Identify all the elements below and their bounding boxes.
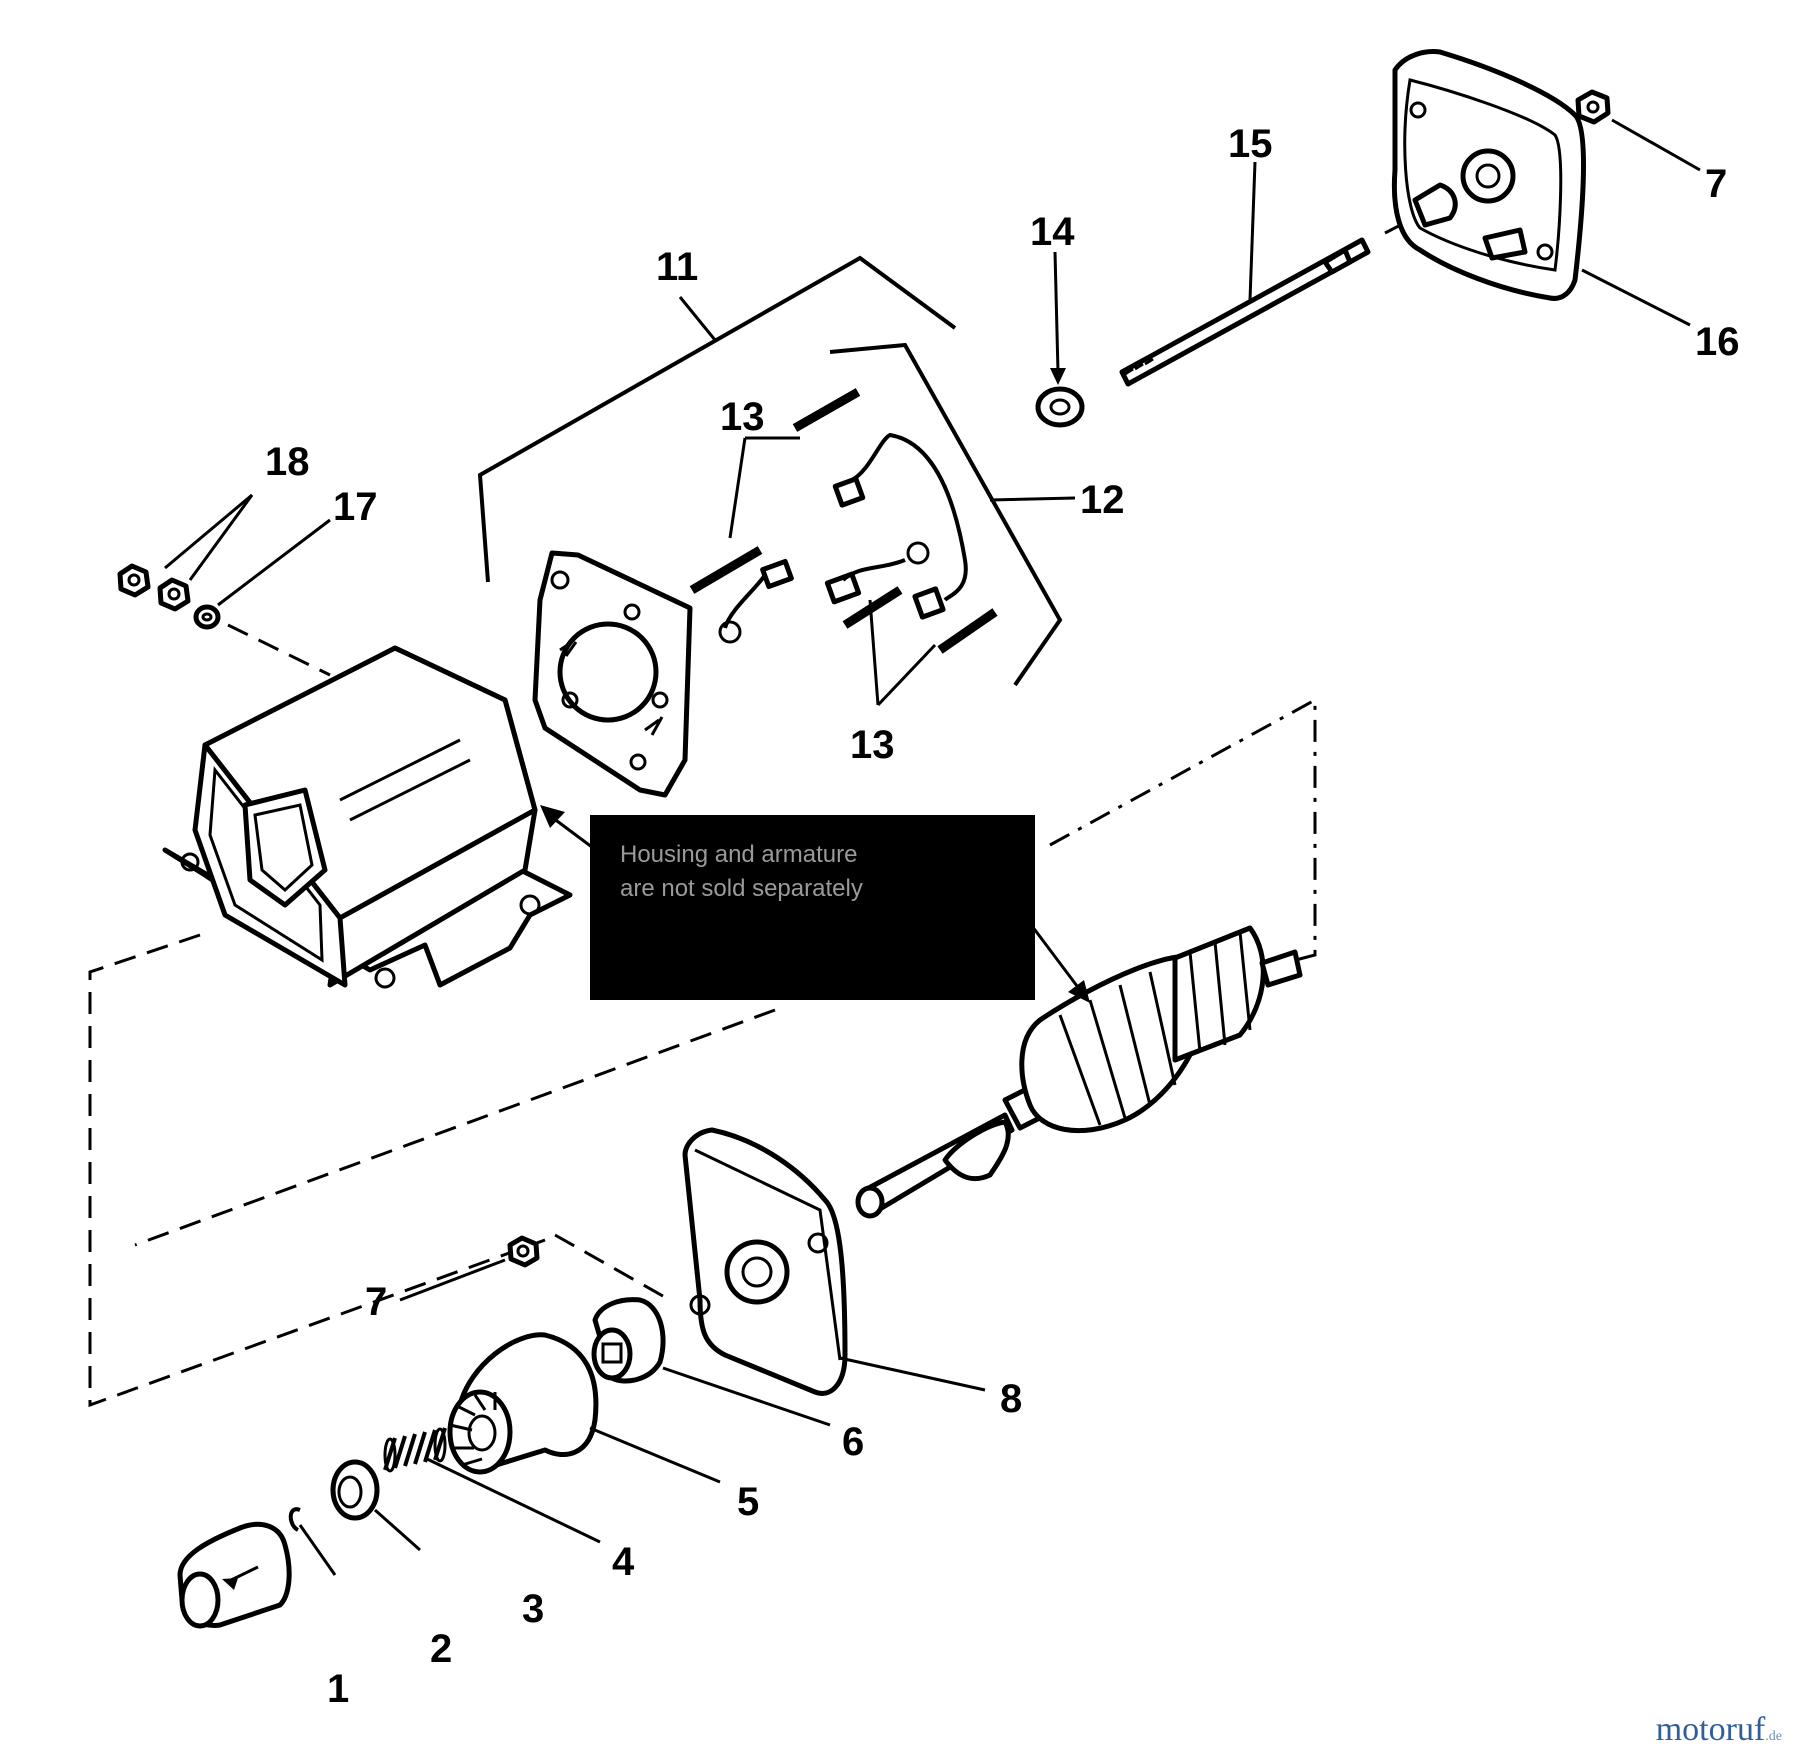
callout-2: 2 — [430, 1627, 452, 1671]
nuts-and-washers — [117, 89, 1611, 1268]
callout-11: 11 — [656, 245, 698, 289]
brushes-and-springs — [689, 388, 998, 654]
watermark-logo: motoruf.de — [1656, 1711, 1782, 1749]
callout-13-bottom: 13 — [850, 723, 895, 767]
callout-14: 14 — [1030, 210, 1075, 254]
brush-plate — [532, 550, 693, 798]
assembly-brackets — [477, 255, 1063, 687]
note-line-2: are not sold separately — [620, 875, 863, 902]
washer — [1035, 386, 1085, 428]
housing-frame — [162, 645, 573, 989]
callout-12: 12 — [1080, 478, 1125, 522]
watermark-suffix: .de — [1765, 1729, 1782, 1744]
note-box: Housing and armature are not sold separa… — [590, 815, 1035, 1000]
callout-17: 17 — [333, 485, 378, 529]
callout-7-rear: 7 — [1705, 162, 1727, 206]
through-bolt — [1119, 237, 1371, 387]
armature — [855, 925, 1303, 1219]
callout-7-front: 7 — [365, 1280, 387, 1324]
callout-3: 3 — [522, 1587, 544, 1631]
note-line-1: Housing and armature — [620, 841, 857, 868]
watermark-brand: motoruf — [1655, 1711, 1766, 1748]
drive-end-cap — [682, 1127, 848, 1396]
callout-18: 18 — [265, 440, 310, 484]
callout-6: 6 — [842, 1420, 864, 1464]
callout-labels: 1 2 3 4 5 6 7 7 8 11 12 13 13 14 15 16 1… — [265, 122, 1740, 1711]
callout-5: 5 — [737, 1480, 759, 1524]
callout-1: 1 — [327, 1667, 349, 1711]
callout-4: 4 — [612, 1540, 635, 1584]
drive-assembly-parts — [177, 1297, 666, 1629]
callout-16: 16 — [1695, 320, 1740, 364]
commutator-end-cap — [1391, 49, 1587, 301]
leader-lines — [164, 118, 1701, 1590]
callout-8: 8 — [1000, 1377, 1022, 1421]
callout-13-top: 13 — [720, 395, 765, 439]
callout-15: 15 — [1228, 122, 1273, 166]
